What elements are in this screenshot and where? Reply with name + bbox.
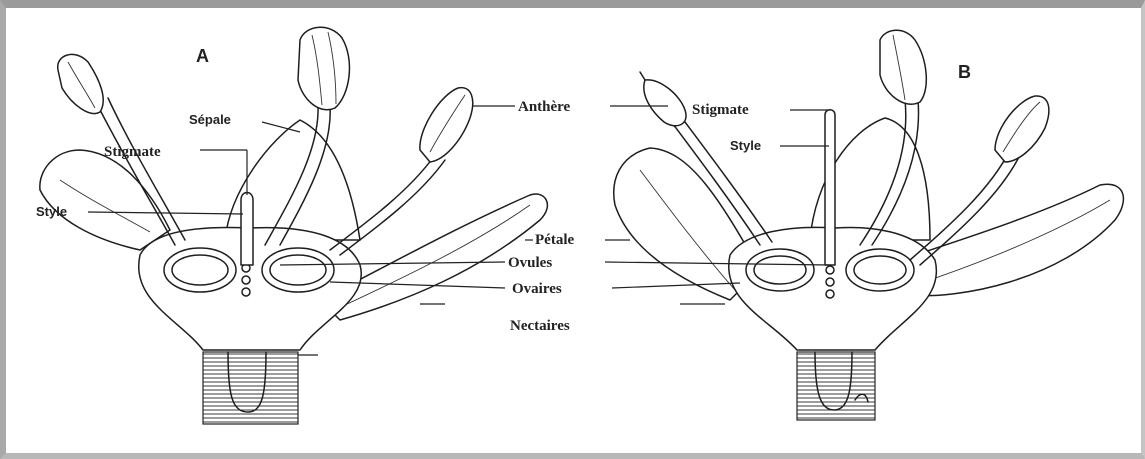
flower-b bbox=[614, 30, 1124, 420]
anther-2-b bbox=[880, 30, 926, 104]
label-sepale: Sépale bbox=[189, 112, 231, 127]
label-stigmate-a: Stigmate bbox=[104, 144, 161, 160]
label-style-a: Style bbox=[36, 204, 67, 219]
panel-label-a: A bbox=[196, 46, 209, 66]
style-b bbox=[825, 110, 835, 265]
label-anthere: Anthère bbox=[518, 99, 571, 115]
sepal-left-a bbox=[40, 150, 170, 250]
label-style-b: Style bbox=[730, 138, 761, 153]
anther-2-a bbox=[298, 27, 349, 109]
style-a bbox=[241, 193, 253, 266]
anther-1-b bbox=[644, 80, 686, 126]
label-ovaires: Ovaires bbox=[512, 281, 562, 297]
panel-label-b: B bbox=[958, 62, 971, 82]
label-ovules: Ovules bbox=[508, 255, 552, 271]
label-nectaires: Nectaires bbox=[510, 318, 570, 334]
anther-3-b bbox=[995, 96, 1049, 162]
label-stigmate-b: Stigmate bbox=[692, 102, 749, 118]
ovule-b bbox=[826, 266, 834, 274]
flower-a bbox=[40, 27, 548, 424]
label-petale: Pétale bbox=[535, 232, 574, 248]
pedicel-a bbox=[203, 352, 298, 424]
